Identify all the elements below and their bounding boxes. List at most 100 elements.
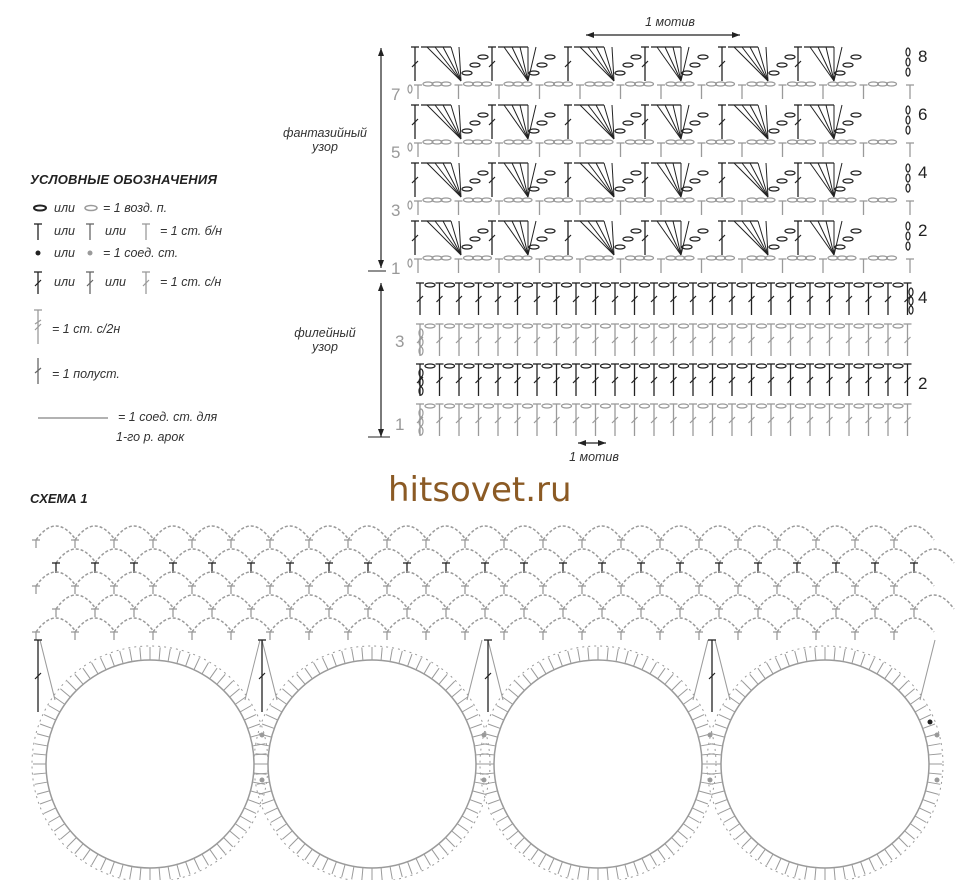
ring-stitch: [466, 807, 479, 814]
fan-stitch: [757, 46, 769, 82]
ring-stitch: [456, 696, 469, 705]
chain-stitch: [804, 81, 817, 87]
chain-stitch: [755, 255, 767, 261]
chain-stitch: [677, 403, 690, 409]
chain-stitch: [614, 70, 626, 76]
stitch-slash: [553, 416, 560, 424]
chain-stitch: [681, 244, 693, 250]
ring-stitch: [331, 861, 337, 875]
chain-stitch: [552, 255, 565, 261]
ring-stitch: [925, 790, 939, 795]
fan-stitch: [595, 162, 615, 198]
ring-stitch: [351, 866, 355, 880]
ring-stitch: [100, 657, 107, 670]
fan-stitch: [656, 162, 682, 198]
chain-stitch: [705, 197, 718, 203]
legend-or: или: [105, 275, 126, 289]
stitch-slash: [455, 336, 463, 344]
ring-stitch: [331, 653, 337, 667]
fan-stitch: [656, 220, 682, 256]
chain-arch: [35, 525, 77, 541]
chain-arch: [133, 594, 175, 610]
chain-arch: [796, 548, 838, 564]
stitch-slash: [718, 234, 726, 242]
arrow-head: [586, 32, 594, 38]
ring-stitch: [484, 790, 498, 795]
ring-stitch: [451, 830, 462, 840]
chain-arch: [757, 548, 799, 564]
chain-stitch: [630, 112, 642, 118]
ring-stitch: [657, 667, 666, 680]
chain-stitch: [630, 54, 642, 60]
chain-stitch: [755, 282, 768, 288]
stitch-slash: [475, 376, 482, 384]
stitch-slash: [728, 416, 736, 424]
fan-stitch: [450, 220, 462, 256]
fan-stitch: [511, 104, 529, 140]
chain-arch: [503, 525, 545, 541]
chain-stitch: [867, 139, 880, 145]
stitch-slash: [514, 376, 521, 384]
chain-stitch: [482, 363, 495, 369]
ring-stitch: [288, 837, 299, 848]
chain-stitch: [697, 363, 709, 369]
fan-stitch: [426, 104, 462, 140]
fan-stitch: [611, 46, 615, 82]
chain-arch: [620, 571, 662, 587]
stitch-slash: [650, 416, 658, 424]
row-number: 5: [391, 143, 401, 162]
fan-stitch: [434, 46, 462, 82]
ring-stitch: [514, 837, 525, 848]
chain-stitch: [580, 403, 592, 409]
ring-stitch: [842, 648, 846, 662]
ring-stitch: [687, 705, 700, 713]
stitch-slash: [718, 118, 726, 126]
chain-stitch: [723, 255, 736, 261]
chain-stitch: [633, 197, 646, 203]
turning-chain: [418, 426, 424, 436]
ring-stitch: [718, 714, 731, 721]
chain-stitch: [633, 255, 646, 261]
chain-stitch: [845, 81, 857, 87]
turning-chain: [905, 231, 911, 241]
chain-stitch: [422, 197, 434, 203]
stitch-slash: [572, 416, 580, 424]
chain-stitch: [528, 244, 540, 250]
stitch-slash: [631, 416, 638, 424]
chain-stitch: [755, 81, 767, 87]
turning-chain: [905, 67, 911, 77]
stitch-slash: [514, 336, 521, 344]
turning-chain: [905, 125, 911, 135]
chain-stitch: [827, 139, 839, 145]
stitch-slash: [553, 376, 560, 384]
chain-stitch: [850, 228, 862, 234]
fan-stitch: [680, 104, 690, 140]
joining-stitch: [714, 639, 731, 701]
chain-stitch: [853, 323, 865, 329]
stitch-slash: [411, 176, 419, 184]
chain-stitch: [630, 170, 642, 176]
chain-arch: [74, 617, 116, 633]
ring-stitch: [698, 790, 712, 795]
ring-stitch: [784, 861, 790, 875]
stitch-slash: [592, 416, 599, 424]
chain-stitch: [642, 81, 655, 87]
turning-chain: [905, 163, 911, 173]
chain-stitch: [602, 139, 614, 145]
fan-stitch: [519, 104, 529, 140]
chain-arch: [893, 571, 935, 587]
chain-stitch: [614, 128, 626, 134]
stitch-slash: [904, 376, 911, 384]
ring-stitch: [522, 674, 532, 685]
chain-stitch: [477, 228, 489, 234]
ring-stitch: [496, 705, 509, 713]
row-number: 3: [391, 201, 401, 220]
chain-stitch: [697, 228, 709, 234]
chain-stitch: [584, 255, 596, 261]
legend-title: УСЛОВНЫЕ ОБОЗНАЧЕНИЯ: [30, 172, 218, 187]
chain-stitch: [677, 282, 690, 288]
chain-stitch: [638, 323, 651, 329]
ring-stitch: [711, 733, 725, 738]
ring-stitch: [60, 688, 71, 698]
ring-stitch: [119, 864, 124, 878]
